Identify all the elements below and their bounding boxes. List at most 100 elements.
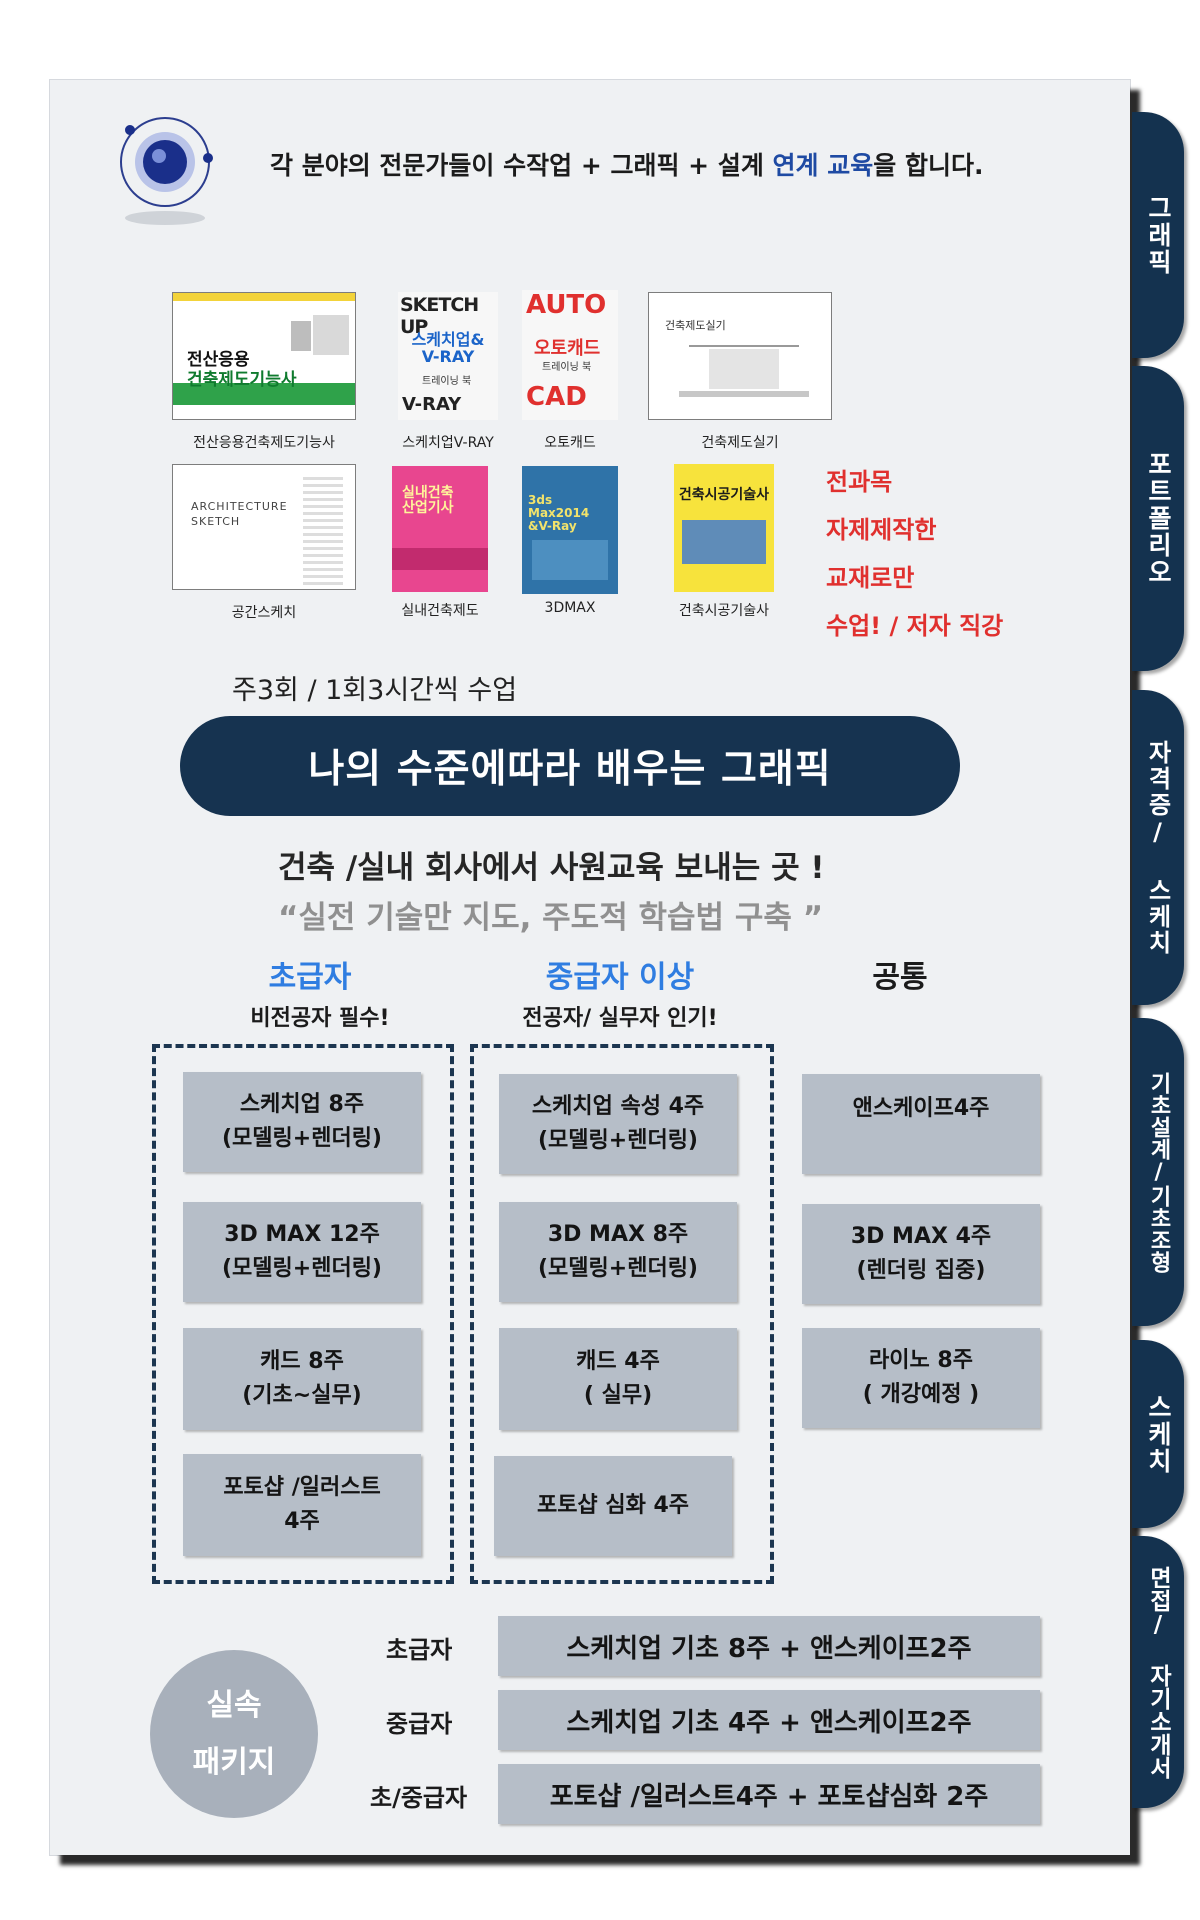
tab-label: 자격증/ 스케치 [1143,739,1172,956]
badge-line: 패키지 [192,1745,276,1780]
red-note: 전과목 [826,468,893,496]
course-detail: (모델링+렌더링) [222,1256,382,1281]
course-name: 3D MAX 4주 [850,1223,992,1249]
cover-bottom: V-RAY [402,394,462,415]
tab-certificate-sketch[interactable]: 자격증/ 스케치 [1132,690,1184,1005]
cover-subtitle: 오토캐드 [534,338,601,359]
course-card[interactable]: 캐드 4주 ( 실무) [499,1328,737,1430]
course-detail: ( 개강예정 ) [862,1382,980,1407]
cover-title: ARCHITECTURE SKETCH [191,500,288,529]
course-name: 포토샵 /일러스트 [223,1474,381,1500]
column-subtitle-beginner: 비전공자 필수! [250,1006,390,1031]
cover-title: AUTO [526,290,607,320]
course-name: 3D MAX 8주 [547,1221,689,1247]
course-detail: (렌더링 집중) [856,1258,986,1283]
course-name: 스케치업 속성 4주 [531,1093,705,1119]
book-caption: 건축시공기술사 [678,603,770,619]
book-caption: 오토캐드 [544,435,596,451]
column-title-beginner: 초급자 [268,960,352,995]
course-card[interactable]: 라이노 8주( 개강예정 ) [802,1328,1040,1428]
book-cover-drafting: 건축제도실기 [648,292,832,420]
cover-small: 트레이닝 북 [542,362,592,373]
column-title-common: 공통 [872,960,928,995]
tab-label: 면접/ 자기소개서 [1145,1565,1171,1779]
course-name: 앤스케이프4주 [852,1096,990,1121]
package-option[interactable]: 스케치업 기초 8주 + 앤스케이프2주 [498,1616,1040,1676]
book-cover-sketchup: SKETCH UP 스케치업& V-RAY 트레이닝 북 V-RAY [398,292,498,420]
course-detail: 4주 [284,1509,320,1534]
cover-title: SKETCH UP [400,294,479,338]
course-detail: (모델링+렌더링) [538,1256,698,1281]
book-caption: 공간스케치 [231,605,297,621]
headline-text: 각 분야의 전문가들이 수작업 + 그래픽 + 설계 [270,151,773,180]
package-level-label: 초급자 [386,1636,453,1664]
intermediate-course-frame [470,1044,774,1584]
course-card[interactable]: 3D MAX 12주 (모델링+렌더링) [183,1202,421,1302]
course-card[interactable]: 3D MAX 4주 (렌더링 집중) [802,1204,1040,1304]
badge-line: 실속 [206,1688,262,1723]
cover-bottom: CAD [526,382,587,412]
cover-subtitle: 스케치업& V-RAY [411,330,485,366]
level-banner: 나의 수준에따라 배우는 그래픽 [180,716,960,816]
tab-interview[interactable]: 면접/ 자기소개서 [1132,1536,1184,1808]
package-level-label: 초/중급자 [370,1784,468,1812]
cover-subtitle: 건축제도기능사 [187,370,297,390]
tab-label: 포트폴리오 [1144,451,1173,586]
course-card[interactable]: 스케치업 8주 (모델링+렌더링) [183,1072,421,1172]
package-option[interactable]: 스케치업 기초 4주 + 앤스케이프2주 [498,1690,1040,1750]
cover-title: 3ds Max2014 &V-Ray [528,493,590,534]
tab-label: 그래픽 [1144,194,1173,276]
course-card[interactable]: 캐드 8주 (기초~실무) [183,1328,421,1430]
course-card[interactable]: 3D MAX 8주 (모델링+렌더링) [499,1202,737,1302]
course-detail: ( 실무) [583,1383,653,1408]
book-cover-craftsman: 전산응용 건축제도기능사 [172,292,356,420]
tab-label: 기초설계/기초조형 [1146,1071,1171,1273]
cover-title: 건축시공기술사 [678,487,770,503]
book-caption: 실내건축제도 [401,603,479,619]
book-cover-space-sketch: ARCHITECTURE SKETCH [172,464,356,590]
red-note: 수업! / 저자 직강 [826,612,1004,640]
column-subtitle-intermediate: 전공자/ 실무자 인기! [522,1006,718,1031]
book-cover-3dmax: 3ds Max2014 &V-Ray [522,466,618,594]
course-name: 3D MAX 12주 [224,1221,380,1247]
course-card[interactable]: 포토샵 /일러스트 4주 [183,1454,421,1556]
red-note: 교재로만 [826,564,915,592]
cover-title: 전산응용 [187,350,250,370]
tab-label: 스케치 [1144,1393,1173,1475]
book-caption: 3DMAX [544,600,596,616]
course-name: 캐드 8주 [260,1348,344,1374]
headline-text-end: 을 합니다. [873,151,984,180]
company-training-text: 건축 /실내 회사에서 사원교육 보내는 곳 ! [278,850,825,886]
tab-portfolio[interactable]: 포트폴리오 [1132,366,1184,671]
orbit-logo-icon [120,117,213,225]
book-cover-construction: 건축시공기술사 [674,464,774,592]
book-caption: 스케치업V-RAY [402,435,494,451]
course-detail: (기초~실무) [242,1383,362,1408]
package-option[interactable]: 포토샵 /일러스트4주 + 포토샵심화 2주 [498,1764,1040,1824]
course-name: 캐드 4주 [576,1348,660,1374]
tab-sketch[interactable]: 스케치 [1132,1340,1184,1528]
course-name: 포토샵 심화 4주 [536,1492,690,1518]
practical-skill-quote: “실전 기술만 지도, 주도적 학습법 구축 ” [278,900,824,936]
tab-basic-design[interactable]: 기초설계/기초조형 [1132,1018,1184,1326]
course-detail: (모델링+렌더링) [222,1126,382,1151]
value-package-badge: 실속 패키지 [150,1650,318,1818]
book-cover-autocad: AUTO 오토캐드 트레이닝 북 CAD [522,290,618,420]
beginner-course-frame [152,1044,454,1584]
intro-headline: 각 분야의 전문가들이 수작업 + 그래픽 + 설계 연계 교육을 합니다. [270,146,983,182]
tab-graphic[interactable]: 그래픽 [1132,112,1184,358]
course-name: 스케치업 8주 [239,1091,365,1117]
course-card[interactable]: 스케치업 속성 4주 (모델링+렌더링) [499,1074,737,1174]
course-card[interactable]: 앤스케이프4주 [802,1074,1040,1174]
red-note: 자제제작한 [826,516,937,544]
cover-small: 트레이닝 북 [422,376,472,387]
cover-title: 실내건축 산업기사 [402,485,454,517]
class-schedule: 주3회 / 1회3시간씩 수업 [232,675,518,706]
headline-accent: 연계 교육 [772,151,874,180]
book-caption: 건축제도실기 [701,435,779,451]
column-title-intermediate: 중급자 이상 [545,960,695,995]
course-detail: (모델링+렌더링) [538,1128,698,1153]
book-caption: 전산응용건축제도기능사 [193,435,335,451]
book-cover-interior: 실내건축 산업기사 [392,466,488,592]
course-card[interactable]: 포토샵 심화 4주 [494,1456,732,1556]
